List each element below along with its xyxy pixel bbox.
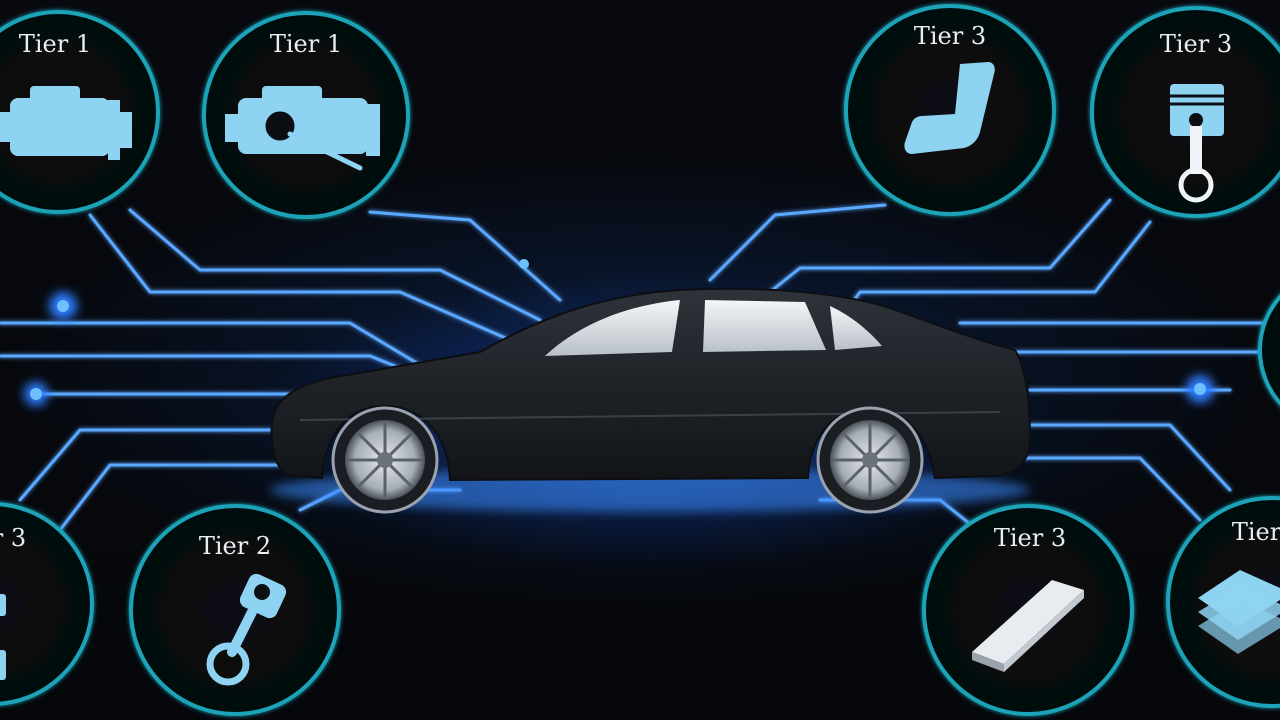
glow-dot bbox=[30, 388, 42, 400]
middle-window bbox=[703, 300, 826, 352]
front-window bbox=[830, 306, 882, 350]
node-label: Tier 1 bbox=[270, 30, 342, 58]
part-icon bbox=[0, 594, 6, 680]
node-connecting-rod: Tier 2 bbox=[129, 504, 341, 716]
metal-sheets-icon bbox=[1198, 570, 1280, 654]
node-metal-sheets: Tier 3 bbox=[1166, 496, 1280, 708]
node-label: Tier 3 bbox=[1232, 518, 1280, 546]
node-label: Tier 3 bbox=[994, 524, 1066, 552]
piston-icon bbox=[1170, 84, 1224, 203]
node-bottom-left-partial: Tier 3 bbox=[0, 502, 94, 706]
node-label: Tier 2 bbox=[199, 532, 271, 560]
engine-gear-icon bbox=[225, 86, 380, 171]
node-engine-left: Tier 1 bbox=[0, 10, 160, 214]
node-label: Tier 3 bbox=[0, 524, 26, 552]
circuit-line bbox=[758, 198, 1112, 302]
node-engine-gear: Tier 1 bbox=[202, 11, 410, 219]
glow-dot bbox=[519, 259, 529, 269]
circuit-line bbox=[838, 220, 1152, 322]
node-piston-top: Tier 3 bbox=[1090, 6, 1280, 218]
node-label: Tier 3 bbox=[914, 22, 986, 50]
node-label: Tier 3 bbox=[1160, 30, 1232, 58]
seat-icon bbox=[904, 62, 995, 154]
circuit-line bbox=[58, 463, 302, 532]
circuit-line bbox=[1018, 423, 1232, 492]
circuit-line bbox=[128, 208, 542, 322]
node-seat: Tier 3 bbox=[844, 4, 1056, 216]
glow-dot bbox=[1194, 383, 1206, 395]
connecting-rod-icon bbox=[206, 573, 287, 686]
node-right-edge-partial bbox=[1258, 294, 1280, 406]
circuit-nodes bbox=[24, 259, 1214, 406]
car-icon bbox=[270, 287, 1032, 514]
circuit-line bbox=[18, 428, 292, 502]
node-metal-bar: Tier 3 bbox=[922, 504, 1134, 716]
front-wheel bbox=[816, 406, 924, 514]
rear-wheel bbox=[331, 406, 439, 514]
circuit-line bbox=[1008, 456, 1202, 522]
circuit-line bbox=[0, 321, 422, 367]
engine-icon bbox=[0, 86, 132, 160]
rear-window bbox=[545, 300, 680, 356]
glow-dot bbox=[57, 300, 69, 312]
metal-bar-icon bbox=[972, 580, 1084, 672]
circuit-line bbox=[708, 203, 887, 282]
circuit-line bbox=[368, 210, 562, 302]
node-label: Tier 1 bbox=[19, 30, 91, 58]
circuit-lines bbox=[0, 198, 1280, 542]
circuit-line bbox=[88, 213, 512, 342]
